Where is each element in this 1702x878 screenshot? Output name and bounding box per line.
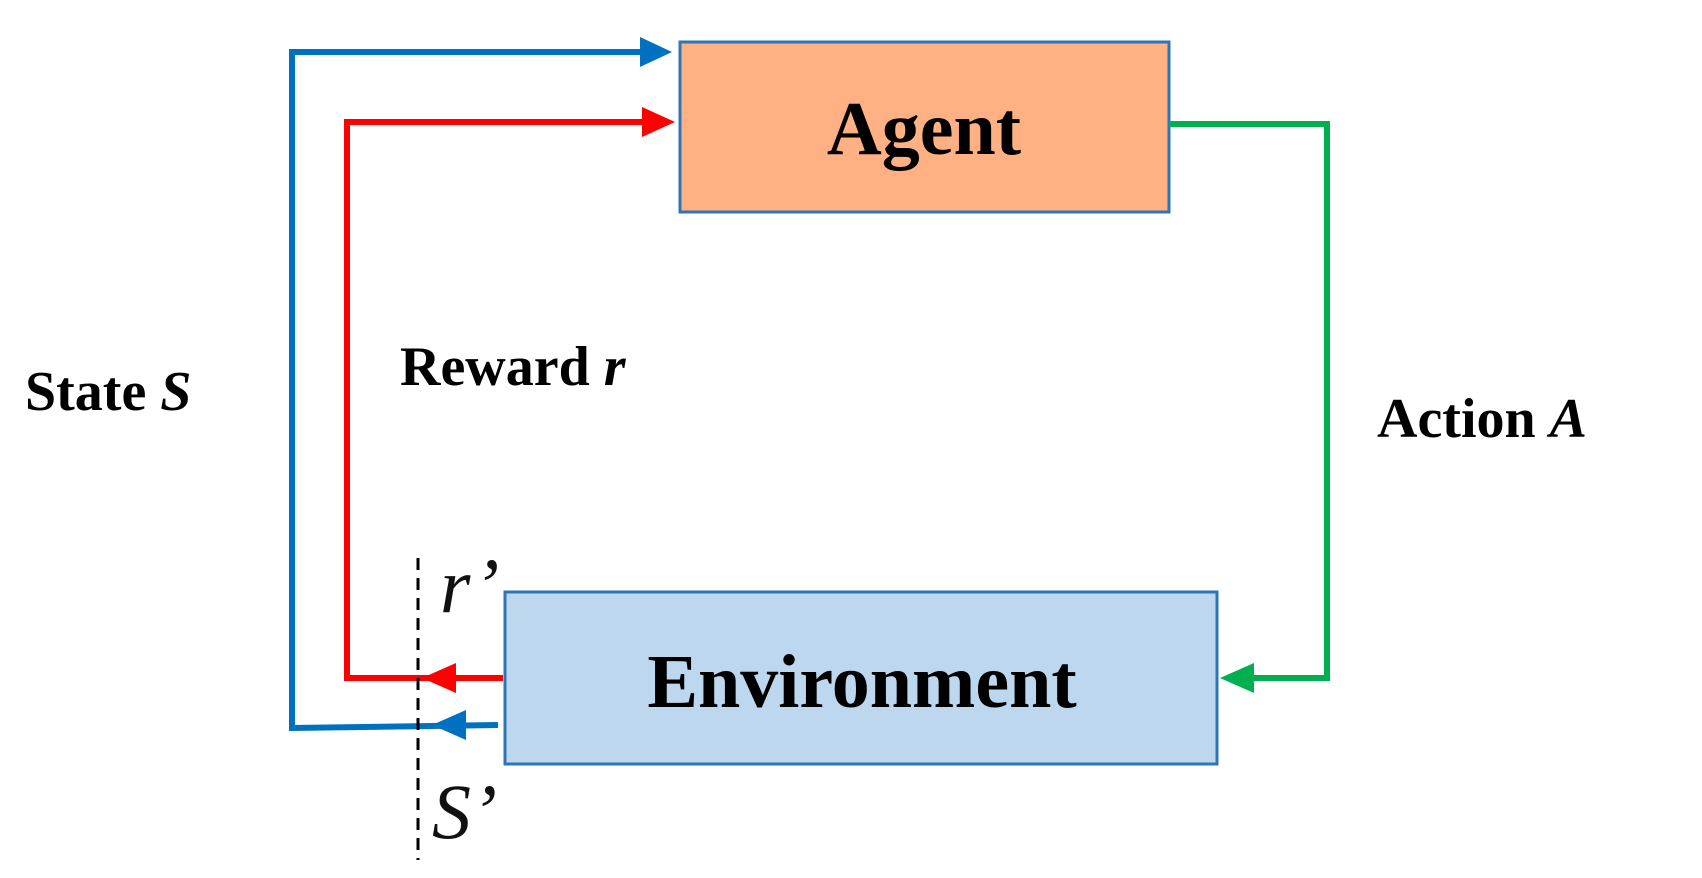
state-arrowhead-agent [640,37,672,67]
state-label-var: S [160,361,191,423]
agent-node: Agent [678,40,1171,214]
reward-arrowhead-agent [642,107,675,137]
action-label-var: A [1547,388,1587,450]
action-label: Action A [1377,388,1587,450]
reward-label-var: r [604,336,627,398]
environment-node: Environment [503,590,1219,766]
state-label: State S [25,361,191,423]
environment-box [503,590,1219,766]
action-label-text: Action [1377,388,1550,450]
reward-arrowhead-exit [422,663,456,693]
state-arrowhead-exit [432,710,466,740]
environment-label: Environment [647,640,1076,724]
state-prime-label: S’ [432,768,497,855]
agent-label: Agent [827,87,1021,171]
action-arrowhead-environment [1220,663,1254,693]
reward-label: Reward r [400,336,627,398]
state-line [289,49,650,732]
reward-label-text: Reward [400,336,604,398]
agent-box [678,40,1171,214]
state-edge [289,37,672,740]
action-edge [1169,121,1330,693]
state-label-text: State [25,361,160,423]
reward-prime-label: r’ [440,542,499,629]
reward-edge [344,107,675,693]
action-line [1169,121,1330,681]
